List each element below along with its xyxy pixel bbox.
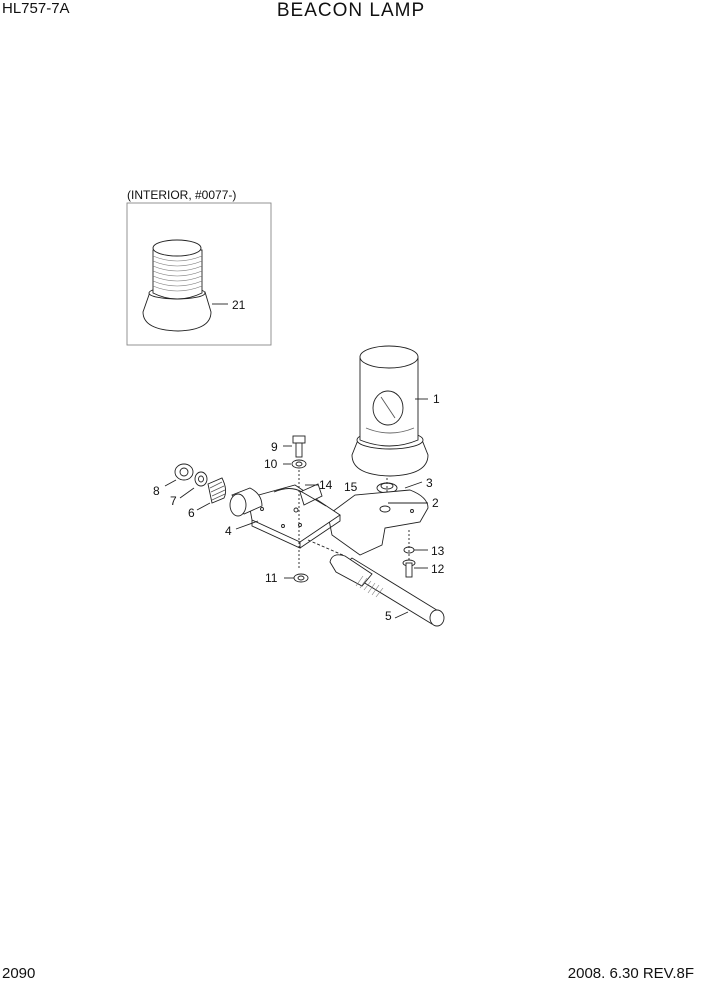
nut-11 xyxy=(284,573,309,583)
page-title: BEACON LAMP xyxy=(276,0,426,21)
callout-10: 10 xyxy=(264,457,278,471)
callout-labels: 1 2 3 4 5 6 7 8 9 10 11 12 13 14 15 21 xyxy=(153,298,445,623)
callout-11: 11 xyxy=(265,571,278,585)
mount-plate xyxy=(229,483,341,549)
callout-8: 8 xyxy=(153,484,160,498)
washer-7 xyxy=(179,471,208,499)
model-number: HL757-7A xyxy=(2,0,70,17)
callout-12: 12 xyxy=(431,562,445,576)
callout-2: 2 xyxy=(432,496,439,510)
pole xyxy=(307,539,445,627)
callout-13: 13 xyxy=(431,544,445,558)
spring-6 xyxy=(196,477,227,511)
callout-3: 3 xyxy=(426,476,433,490)
revision-date: 2008. 6.30 REV.8F xyxy=(567,965,694,982)
inset-box xyxy=(126,202,272,346)
inset-caption: (INTERIOR, #0077-) xyxy=(127,188,237,202)
screw-12 xyxy=(402,559,428,578)
washer-13 xyxy=(403,530,428,560)
page-number: 2090 xyxy=(2,965,36,982)
callout-6: 6 xyxy=(188,506,195,520)
callout-7: 7 xyxy=(170,494,177,508)
callout-14: 14 xyxy=(319,478,333,492)
callout-15: 15 xyxy=(344,480,358,494)
gasket-15 xyxy=(376,478,398,500)
bracket xyxy=(327,481,429,556)
beacon-lamp xyxy=(351,345,429,477)
cable-14 xyxy=(273,484,327,507)
callout-5: 5 xyxy=(385,609,392,623)
nut-8 xyxy=(164,463,194,487)
callout-1: 1 xyxy=(433,392,440,406)
callout-9: 9 xyxy=(271,440,278,454)
callout-4: 4 xyxy=(225,524,232,538)
washer-10 xyxy=(283,459,307,570)
callout-21: 21 xyxy=(232,298,246,312)
bolt-9 xyxy=(283,435,306,458)
